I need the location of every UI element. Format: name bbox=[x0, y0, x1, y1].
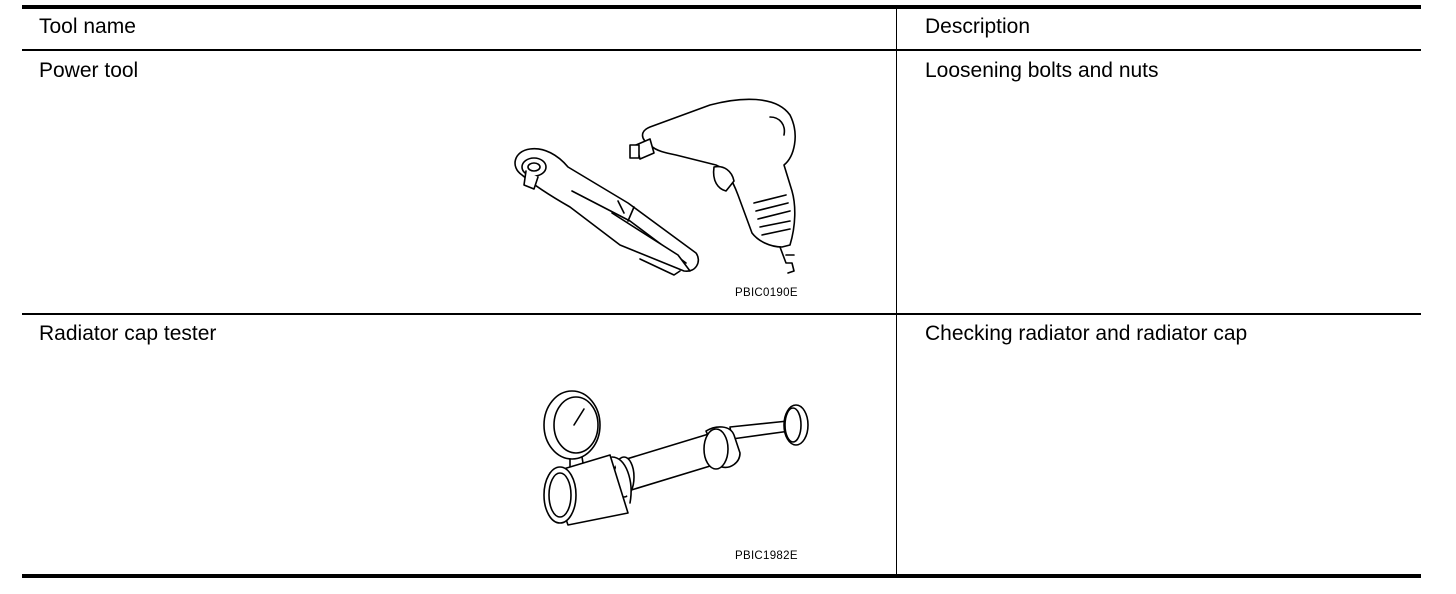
row-2-tool-name: Radiator cap tester bbox=[39, 322, 217, 345]
row-divider bbox=[22, 313, 1421, 315]
column-divider bbox=[896, 9, 898, 576]
power-tool-illustration bbox=[514, 98, 796, 276]
row-1-tool-name: Power tool bbox=[39, 59, 139, 82]
ratchet-wrench-icon bbox=[514, 147, 700, 276]
row-2-description: Checking radiator and radiator cap bbox=[925, 322, 1248, 345]
table-top-border bbox=[22, 5, 1421, 9]
impact-wrench-icon bbox=[629, 98, 796, 274]
header-bottom-border bbox=[22, 49, 1421, 51]
table-bottom-border bbox=[22, 574, 1421, 578]
pressure-gauge-icon bbox=[543, 390, 601, 472]
header-tool-name: Tool name bbox=[39, 15, 136, 38]
row-2-figure-code: PBIC1982E bbox=[735, 550, 798, 562]
header-description: Description bbox=[925, 15, 1031, 38]
row-1-description: Loosening bolts and nuts bbox=[925, 59, 1159, 82]
radiator-cap-tester-illustration bbox=[543, 390, 809, 526]
row-1-figure-code: PBIC0190E bbox=[735, 287, 798, 299]
